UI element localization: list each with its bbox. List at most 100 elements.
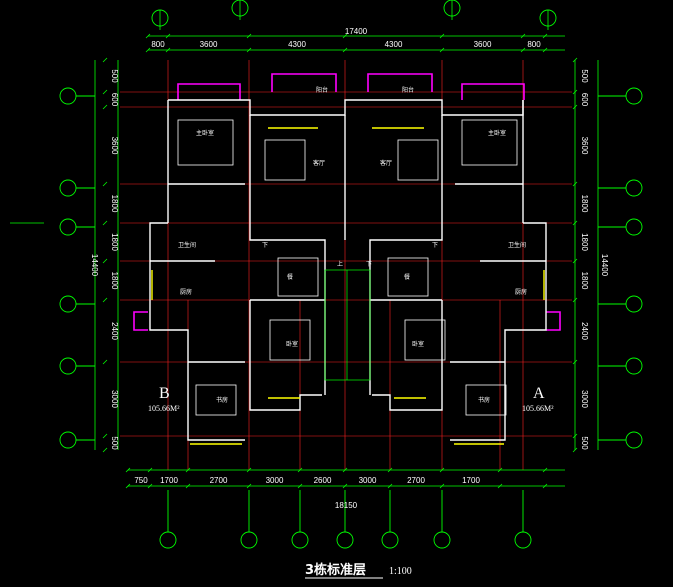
dim-tick: [572, 220, 578, 226]
bottom-dim-label: 3000: [266, 476, 284, 485]
room-kitchen-left: 厨房: [180, 288, 192, 296]
dim-tick: [572, 57, 578, 63]
dim-tick: [439, 467, 445, 473]
dim-tick: [246, 467, 252, 473]
room-living-right: 客厅: [380, 159, 392, 167]
unit-a-label: A: [533, 385, 545, 402]
dim-tick: [572, 433, 578, 439]
furniture: [177, 119, 518, 416]
bottom-dim-label: 2700: [210, 476, 228, 485]
dim-tick: [246, 33, 252, 39]
axis-bubble: [539, 9, 557, 27]
axis-bubble: [433, 531, 451, 549]
dim-tick: [572, 258, 578, 264]
axis-bubble: [151, 9, 169, 27]
room-study-right: 书房: [478, 396, 490, 404]
dim-tick: [297, 467, 303, 473]
room-bedroom-left: 卧室: [286, 340, 298, 348]
side-dim-label: 3600: [110, 137, 119, 155]
dim-tick: [102, 297, 108, 303]
dim-tick: [572, 447, 578, 453]
bottom-total-label: 18150: [335, 501, 358, 510]
left-total-label: 14400: [90, 254, 99, 277]
top-dim-label: 800: [527, 40, 541, 49]
dim-tick: [145, 47, 151, 53]
axis-bubbles: [59, 0, 643, 549]
side-dim-label: 1800: [110, 195, 119, 213]
dim-tick: [246, 483, 252, 489]
room-balcony-left: 阳台: [316, 86, 328, 94]
bottom-dim-label: 2700: [407, 476, 425, 485]
stair-down-left: 下: [262, 242, 268, 249]
dim-tick: [542, 483, 548, 489]
side-dim-label: 600: [110, 93, 119, 107]
dim-tick: [342, 47, 348, 53]
dim-tick: [165, 47, 171, 53]
top-dim-label: 3600: [200, 40, 218, 49]
side-dim-label: 600: [580, 93, 589, 107]
dim-tick: [102, 258, 108, 264]
side-dim-label: 3600: [580, 137, 589, 155]
dim-tick: [497, 483, 503, 489]
dim-tick: [147, 483, 153, 489]
axis-bubble: [59, 218, 77, 236]
dim-tick: [497, 467, 503, 473]
dim-tick: [520, 33, 526, 39]
dim-tick: [297, 483, 303, 489]
room-bedroom-right: 卧室: [412, 340, 424, 348]
dimension-ticks: [102, 33, 578, 489]
top-dim-label: 4300: [288, 40, 306, 49]
dim-tick: [145, 33, 151, 39]
dim-tick: [102, 359, 108, 365]
dim-tick: [147, 467, 153, 473]
axis-bubble: [625, 431, 643, 449]
dim-tick: [542, 47, 548, 53]
dim-tick: [572, 104, 578, 110]
dim-tick: [185, 467, 191, 473]
room-dining-right: 餐: [404, 273, 410, 281]
dim-tick: [542, 33, 548, 39]
dim-tick: [102, 104, 108, 110]
dim-tick: [439, 47, 445, 53]
dim-tick: [342, 33, 348, 39]
dim-tick: [572, 359, 578, 365]
axis-bubble: [443, 0, 461, 17]
axis-bubble: [625, 87, 643, 105]
axis-bubble: [625, 179, 643, 197]
dim-tick: [246, 47, 252, 53]
dim-tick: [342, 483, 348, 489]
room-living-left: 客厅: [313, 159, 325, 167]
room-dining-left: 餐: [287, 273, 293, 281]
axis-bubble: [240, 531, 258, 549]
bottom-total-dim: 18150: [335, 501, 358, 510]
side-dim-label: 1800: [580, 272, 589, 290]
axis-bubble: [59, 87, 77, 105]
top-dim-label: 4300: [385, 40, 403, 49]
axis-bubble: [59, 295, 77, 313]
side-dim-label: 1800: [580, 233, 589, 251]
dim-tick: [387, 483, 393, 489]
side-dim-label: 500: [110, 436, 119, 450]
side-dim-label: 3000: [580, 390, 589, 408]
drawing-scale: 1:100: [389, 566, 412, 577]
axis-bubble: [625, 357, 643, 375]
axis-bubble: [514, 531, 532, 549]
dim-tick: [102, 433, 108, 439]
axis-bubble: [625, 218, 643, 236]
dimension-lines: [10, 0, 599, 487]
side-dim-label: 500: [580, 69, 589, 83]
dim-tick: [125, 483, 131, 489]
right-total-label: 14400: [600, 254, 609, 277]
window-marks: [151, 127, 545, 445]
dim-tick: [542, 467, 548, 473]
side-dim-label: 1800: [110, 272, 119, 290]
unit-b-label: B: [159, 385, 170, 402]
top-total-label: 17400: [345, 27, 368, 36]
dim-tick: [439, 33, 445, 39]
side-dim-label: 1800: [580, 195, 589, 213]
drawing-title: 3栋标准层: [305, 562, 366, 578]
